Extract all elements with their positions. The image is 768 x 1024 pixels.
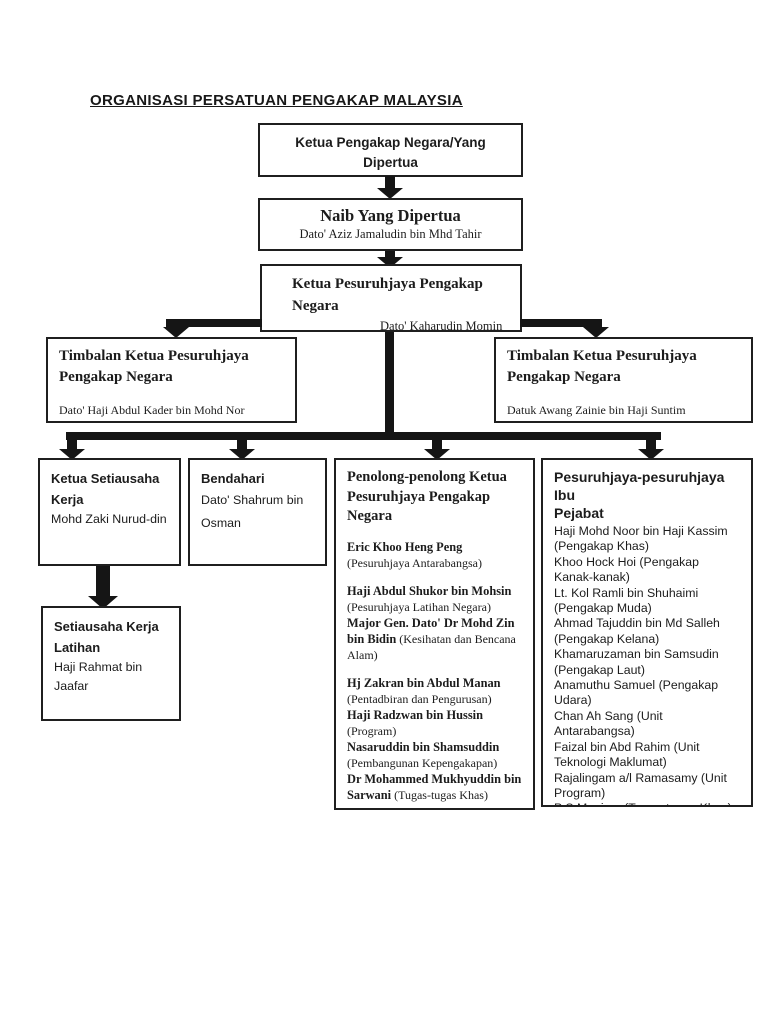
member-list: Haji Mohd Noor bin Haji Kassim (Pengakap… (554, 524, 740, 805)
node-title: Ketua Setiausaha Kerja (51, 471, 160, 507)
node-timbalan-left: Timbalan Ketua Pesuruhjaya Pengakap Nega… (46, 337, 297, 423)
arrow-down-icon (377, 188, 403, 199)
node-person: Dato' Kaharudin Momin (380, 319, 503, 332)
arrow-down-icon (583, 327, 609, 338)
node-person: Mohd Zaki Nurud-din (51, 512, 167, 526)
node-bendahari: Bendahari Dato' Shahrum bin Osman (188, 458, 327, 566)
node-penolong-ketua-pesuruhjaya: Penolong-penolong Ketua Pesuruhjaya Peng… (334, 458, 535, 810)
node-title: Timbalan Ketua Pesuruhjaya Pengakap Nega… (59, 348, 249, 385)
member-entry: Major Gen. Dato' Dr Mohd Zin bin Bidin (… (347, 615, 522, 663)
node-title: Timbalan Ketua Pesuruhjaya Pengakap Nega… (507, 348, 697, 385)
member-role: (Pesuruhjaya Latihan Negara) (347, 599, 491, 614)
member-entry: Ahmad Tajuddin bin Md Salleh (Pengakap K… (554, 616, 720, 646)
member-role: (Program) (347, 723, 397, 738)
member-entry: Haji Mohd Noor bin Haji Kassim (Pengakap… (554, 524, 728, 554)
member-entry: Dr Mohammed Mukhyuddin bin Sarwani (Tuga… (347, 771, 522, 803)
arrow-down-connector (237, 440, 247, 449)
arrow-down-connector (432, 440, 442, 449)
node-person: Dato' Seri Paduka Dr Shafie Salleh (271, 173, 510, 175)
member-name: Haji Radzwan bin Hussin (347, 707, 483, 722)
arrow-down-icon (59, 449, 85, 460)
arrow-down-icon (638, 449, 664, 460)
node-title: Ketua Pengakap Negara/Yang Dipertua (295, 135, 486, 170)
member-group: Eric Khoo Heng Peng(Pesuruhjaya Antaraba… (347, 539, 522, 571)
elbow-connector-left (166, 319, 262, 327)
node-title: Penolong-penolong Ketua Pesuruhjaya Peng… (347, 469, 507, 524)
node-naib-yang-dipertua: Naib Yang Dipertua Dato' Aziz Jamaludin … (258, 198, 523, 251)
arrow-down-icon (163, 327, 189, 338)
node-ketua-pengakap-negara: Ketua Pengakap Negara/Yang Dipertua Dato… (258, 123, 523, 177)
member-name: Nasaruddin bin Shamsuddin (347, 739, 500, 754)
member-role: (Pentadbiran dan Pengurusan) (347, 691, 492, 706)
node-title: Pesuruhjaya-pesuruhjaya Ibu Pejabat (554, 469, 725, 521)
member-entry: Rajalingam a/l Ramasamy (Unit Program) (554, 770, 727, 800)
member-list: Eric Khoo Heng Peng(Pesuruhjaya Antaraba… (347, 539, 522, 803)
member-name: Major Gen. Dato' Dr Mohd Zin bin Bidin (347, 615, 515, 646)
member-entry: Anamuthu Samuel (Pengakap Udara) (554, 678, 719, 708)
member-name: Haji Abdul Shukor bin Mohsin (347, 583, 512, 598)
arrow-down-icon (88, 596, 118, 609)
member-role: (Pesuruhjaya Antarabangsa) (347, 555, 482, 570)
member-entry: P S Maniam (Tugas-tugas Khas) (554, 801, 740, 805)
member-entry: Lt. Kol Ramli bin Shuhaimi (Pengakap Mud… (554, 585, 699, 616)
arrow-down-connector (67, 440, 77, 449)
arrow-down-icon (424, 449, 450, 460)
elbow-connector-right (520, 319, 602, 327)
node-ibu-pejabat: Pesuruhjaya-pesuruhjaya Ibu Pejabat Haji… (541, 458, 753, 807)
node-person: Dato' Shahrum bin Osman (201, 493, 304, 530)
arrow-down-connector (385, 251, 395, 257)
member-group: Haji Abdul Shukor bin Mohsin(Pesuruhjaya… (347, 583, 522, 663)
member-entry: Faizal bin Abd Rahim (Unit Teknologi Mak… (554, 739, 700, 770)
arrow-down-connector (385, 176, 395, 188)
member-entry: Khoo Hock Hoi (Pengakap Kanak-kanak) (554, 554, 699, 585)
member-entry: Khamaruzaman bin Samsudin (Pengakap Laut… (554, 647, 719, 677)
arrow-down-icon (229, 449, 255, 460)
arrow-down-icon (377, 257, 403, 268)
member-name: Dr Mohammed Mukhyuddin bin Sarwani (347, 771, 522, 802)
trunk-connector (385, 332, 394, 434)
node-ketua-pesuruhjaya: Ketua Pesuruhjaya Pengakap Negara Dato' … (260, 264, 522, 332)
member-group: Hj Zakran bin Abdul Manan(Pentadbiran da… (347, 675, 522, 803)
member-entry: Chan Ah Sang (Unit Antarabangsa) (554, 708, 663, 739)
distribution-bar-connector (66, 432, 661, 440)
member-name: Eric Khoo Heng Peng (347, 539, 463, 554)
page-title: ORGANISASI PERSATUAN PENGAKAP MALAYSIA (90, 92, 463, 109)
node-title: Setiausaha Kerja Latihan (54, 619, 159, 655)
node-person: Haji Rahmat bin Jaafar (54, 660, 143, 693)
node-person: Dato' Haji Abdul Kader bin Mohd Nor (59, 403, 245, 417)
node-person: Dato' Aziz Jamaludin bin Mhd Tahir (299, 227, 482, 241)
member-role: (Pembangunan Kepengakapan) (347, 755, 498, 770)
node-person: Datuk Awang Zainie bin Haji Suntim (507, 403, 686, 417)
node-timbalan-right: Timbalan Ketua Pesuruhjaya Pengakap Nega… (494, 337, 753, 423)
node-title: Ketua Pesuruhjaya Pengakap Negara (292, 276, 483, 314)
member-name: Hj Zakran bin Abdul Manan (347, 675, 501, 690)
arrow-down-connector (96, 566, 110, 596)
node-setiausaha-kerja-latihan: Setiausaha Kerja Latihan Haji Rahmat bin… (41, 606, 181, 721)
node-ketua-setiausaha-kerja: Ketua Setiausaha Kerja Mohd Zaki Nurud-d… (38, 458, 181, 566)
node-title: Naib Yang Dipertua (320, 206, 461, 225)
member-role: (Tugas-tugas Khas) (391, 787, 488, 802)
node-title: Bendahari (201, 471, 265, 486)
arrow-down-connector (646, 440, 656, 449)
member-role: (Kesihatan dan Bencana Alam) (347, 631, 516, 662)
